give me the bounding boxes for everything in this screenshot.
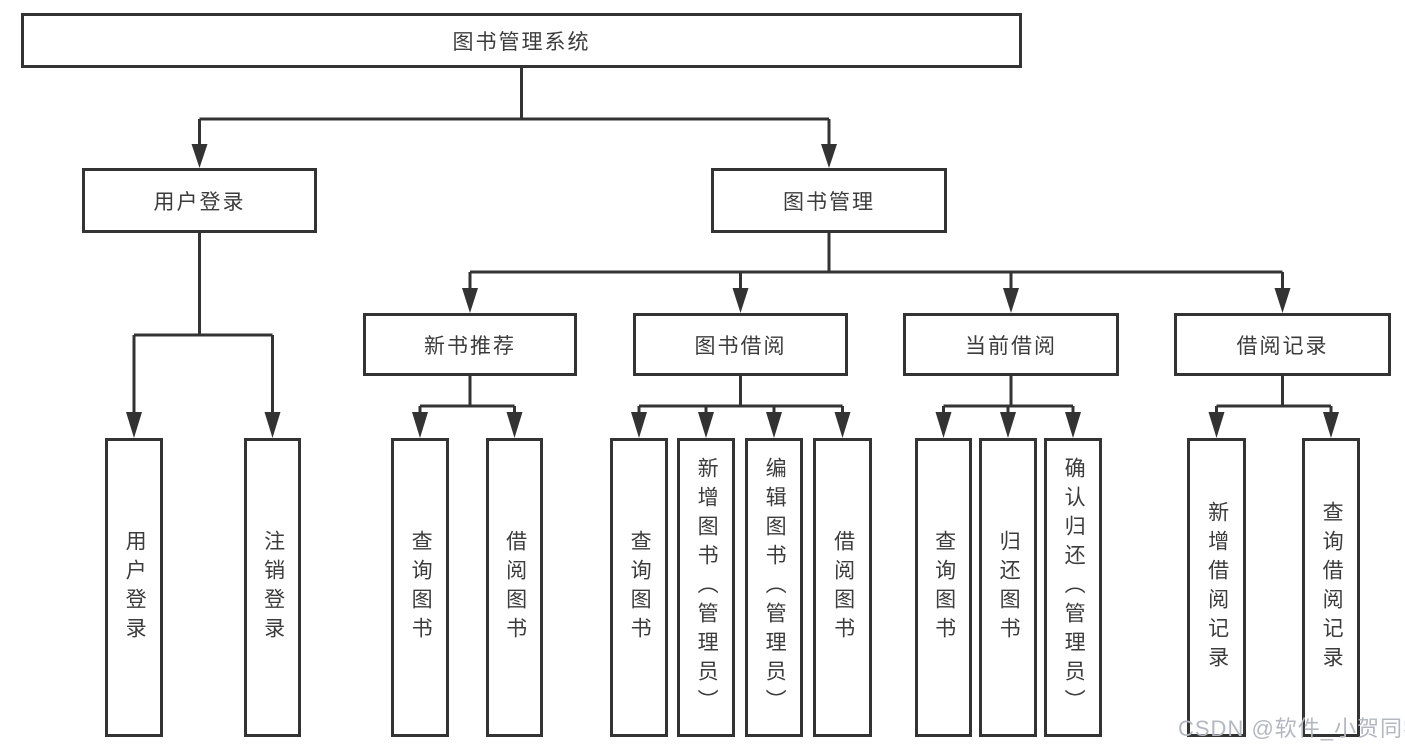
connector-book-mgmt-to-level3: [462, 233, 1291, 313]
node-book-borrow: 图书借阅: [633, 313, 848, 376]
node-label: 借阅图书: [503, 529, 527, 646]
node-label: 确认归还（管理员）: [1062, 457, 1086, 718]
arrowhead: [1274, 288, 1291, 313]
leaf-borrow-books-2: 借阅图书: [813, 438, 872, 737]
node-label: 查询图书: [628, 529, 652, 646]
node-label: 借阅记录: [1236, 334, 1329, 358]
connector-root-to-level2: [191, 68, 837, 168]
leaf-logout: 注销登录: [244, 438, 301, 737]
arrowhead: [631, 412, 647, 438]
arrowhead: [935, 412, 952, 438]
node-current-borrow: 当前借阅: [903, 313, 1119, 376]
arrowhead: [766, 412, 782, 438]
node-label: 用户登录: [153, 190, 246, 214]
leaf-confirm-return-admin: 确认归还（管理员）: [1044, 438, 1102, 737]
node-label: 新增借阅记录: [1205, 500, 1229, 675]
node-library-management-system: 图书管理系统: [21, 13, 1022, 68]
node-label: 查询借阅记录: [1320, 500, 1344, 675]
node-label: 图书管理系统: [452, 30, 591, 54]
node-label: 查询图书: [932, 529, 956, 646]
node-label: 新书推荐: [424, 334, 516, 358]
arrowhead: [412, 412, 428, 438]
leaf-query-borrow-record: 查询借阅记录: [1302, 438, 1360, 737]
node-label: 借阅图书: [831, 529, 855, 646]
node-book-management: 图书管理: [711, 168, 947, 233]
connector-current-borrow-children: [935, 376, 1081, 438]
node-label: 新增图书（管理员）: [695, 457, 719, 718]
node-label: 编辑图书（管理员）: [763, 457, 787, 718]
arrowhead: [1000, 412, 1016, 438]
node-user-login: 用户登录: [82, 168, 317, 233]
connector-book-borrow-children: [631, 376, 851, 438]
arrowhead: [821, 144, 837, 168]
node-label: 图书管理: [783, 190, 875, 214]
node-label: 图书借阅: [694, 334, 787, 358]
arrowhead: [834, 412, 851, 438]
arrowhead: [1003, 288, 1019, 313]
arrowhead: [732, 288, 749, 313]
leaf-return-books: 归还图书: [979, 438, 1037, 737]
leaf-user-login: 用户登录: [105, 438, 163, 737]
node-label: 归还图书: [997, 529, 1021, 646]
leaf-edit-books-admin: 编辑图书（管理员）: [745, 438, 803, 737]
connector-user-login-children: [126, 233, 281, 438]
connector-new-book-children: [412, 376, 523, 438]
arrowhead: [462, 288, 478, 313]
node-label: 当前借阅: [965, 334, 1057, 358]
node-label: 注销登录: [261, 529, 285, 646]
csdn-watermark: CSDN @软件_小贺同学: [1178, 716, 1405, 741]
node-label: 查询图书: [409, 529, 433, 646]
arrowhead: [698, 412, 714, 438]
node-borrow-records: 借阅记录: [1174, 313, 1391, 376]
connector-borrow-records-children: [1208, 376, 1339, 438]
node-new-book-recommend: 新书推荐: [363, 313, 577, 376]
leaf-query-books-1: 查询图书: [391, 438, 449, 737]
arrowhead: [191, 144, 208, 168]
leaf-query-books-3: 查询图书: [915, 438, 972, 737]
node-label: 用户登录: [123, 529, 147, 646]
leaf-add-books-admin: 新增图书（管理员）: [677, 438, 735, 737]
arrowhead: [506, 412, 523, 438]
leaf-query-books-2: 查询图书: [610, 438, 668, 737]
arrowhead: [264, 412, 281, 438]
arrowhead: [1323, 412, 1339, 438]
arrowhead: [1065, 412, 1081, 438]
leaf-borrow-books-1: 借阅图书: [486, 438, 543, 737]
arrowhead: [126, 412, 142, 438]
leaf-add-borrow-record: 新增借阅记录: [1187, 438, 1246, 737]
arrowhead: [1208, 412, 1225, 438]
